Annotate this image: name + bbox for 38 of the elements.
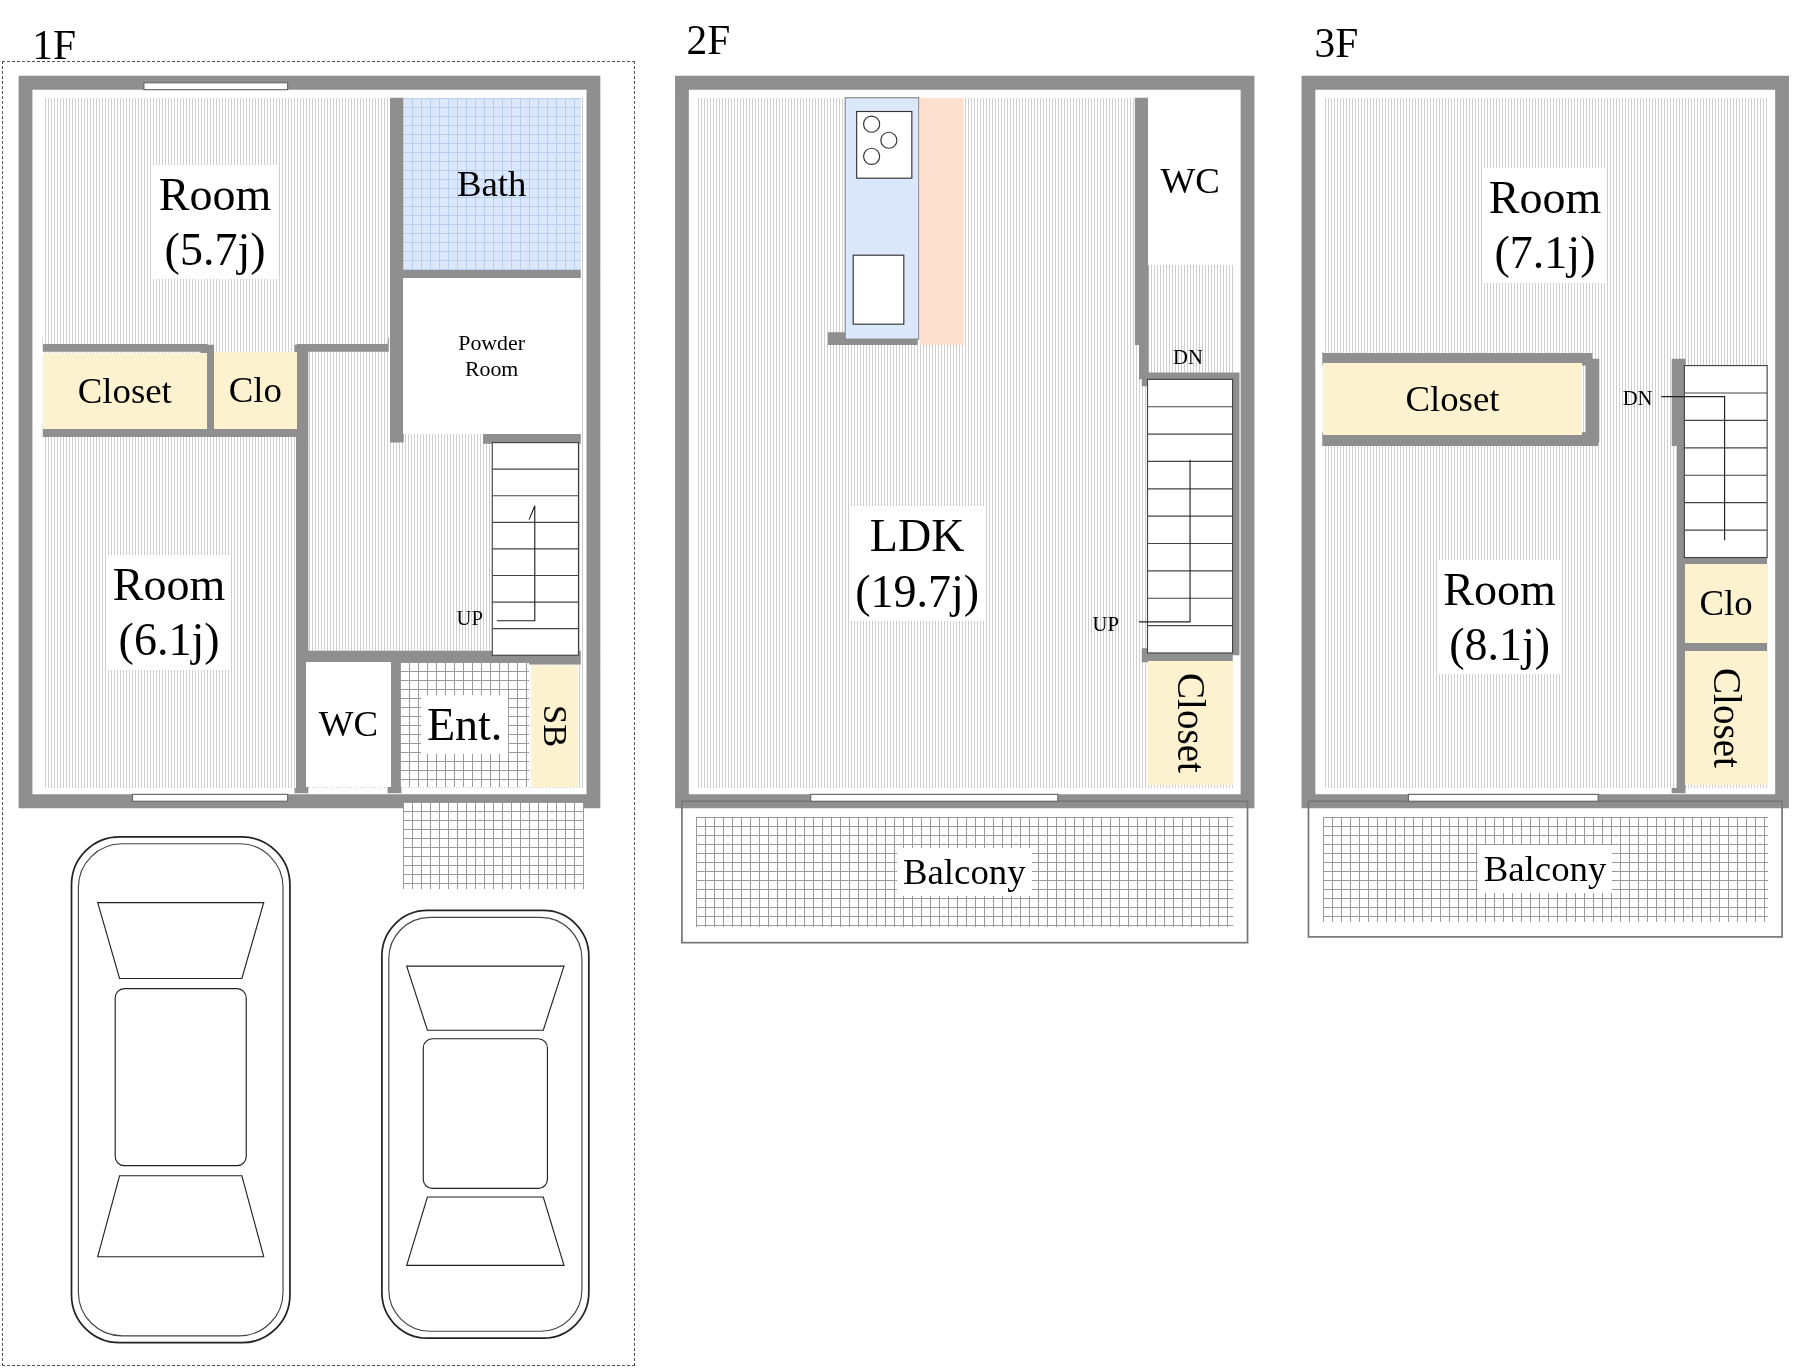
closet-area [1147,661,1233,786]
room-name: Closet [1404,376,1501,421]
closet-area [213,351,297,429]
closet-area [1684,650,1768,786]
porch-area [402,801,585,889]
room-name: Room (6.1j) [106,555,232,670]
room-area [42,437,296,788]
room-name: SB [535,703,576,749]
stair-direction-label: UP [1092,614,1119,635]
closet-area [42,353,207,429]
room-name: Room (5.7j) [152,164,278,280]
closet-area [531,664,579,787]
tiled-area [695,816,1233,927]
room-name: Balcony [1477,845,1613,894]
room-name: Bath [455,161,528,206]
tiled-area [400,662,529,787]
room-area [402,278,581,434]
stair-direction-label: DN [1173,347,1203,368]
room-name: LDK (19.7j) [849,506,986,621]
floor-label: 3F [1314,23,1359,65]
closet-area [1322,363,1583,435]
room-name: Clo [227,368,283,413]
room-name: Room (8.1j) [1437,559,1562,675]
room-name: Closet [1704,667,1750,771]
room-name: Clo [1698,581,1754,626]
floor-label: 2F [686,19,731,61]
closet-area [1684,563,1768,643]
room-name: Ent. [420,694,509,755]
bathroom-area [402,97,581,271]
room-name: Closet [1168,672,1214,776]
room-name: Balcony [896,847,1032,896]
stair-direction-label: UP [456,608,483,630]
room-area [305,662,391,787]
floor-label: 1F [32,25,76,67]
room-name: Closet [76,368,173,413]
room-name: Room (7.1j) [1482,168,1608,283]
stair-direction-label: DN [1622,387,1653,409]
tiled-area [1322,816,1768,923]
